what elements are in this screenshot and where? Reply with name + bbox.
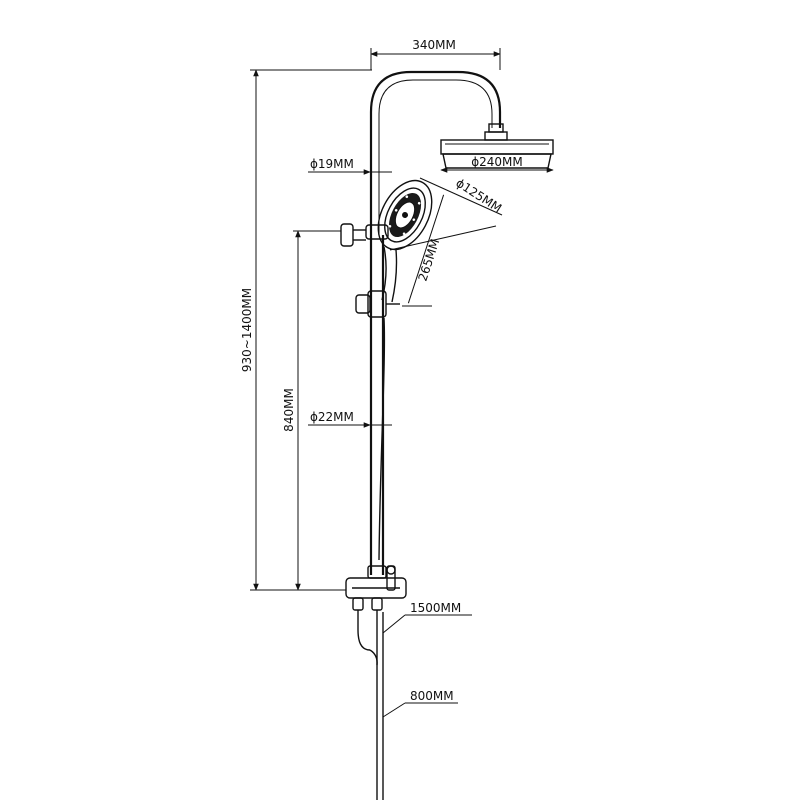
- label-pipe-upper: ϕ19MM: [310, 157, 354, 171]
- dim-handheld-length: [402, 194, 445, 307]
- wall-bracket: [340, 223, 366, 247]
- riser-pipe: [365, 224, 389, 575]
- mixer-valve: [345, 565, 407, 611]
- dim-hose-short: [382, 702, 458, 718]
- dim-handheld-diameter: [389, 177, 503, 251]
- label-hose-short: 800MM: [410, 689, 454, 703]
- label-pipe-lower: ϕ22MM: [310, 410, 354, 424]
- lower-hoses: [357, 610, 384, 800]
- label-head-diameter: ϕ240MM: [471, 155, 523, 169]
- dim-hose-long: [382, 614, 472, 634]
- hand-shower-holder: [355, 290, 400, 318]
- hand-shower: [377, 179, 433, 303]
- overhead-arm: [369, 70, 502, 235]
- dim-arm-length: [370, 48, 501, 70]
- label-holder-height: 840MM: [282, 388, 296, 432]
- label-arm-length: 340MM: [412, 38, 456, 52]
- rain-shower-head: [440, 123, 554, 169]
- label-handheld-diameter: ϕ125MM: [453, 176, 504, 216]
- label-total-height: 930~1400MM: [240, 288, 254, 372]
- dim-total-height: [250, 69, 372, 591]
- shower-hose: [378, 317, 386, 561]
- label-handheld-length: 265MM: [416, 237, 443, 283]
- dim-holder-height: [293, 230, 345, 591]
- label-hose-long: 1500MM: [410, 601, 461, 615]
